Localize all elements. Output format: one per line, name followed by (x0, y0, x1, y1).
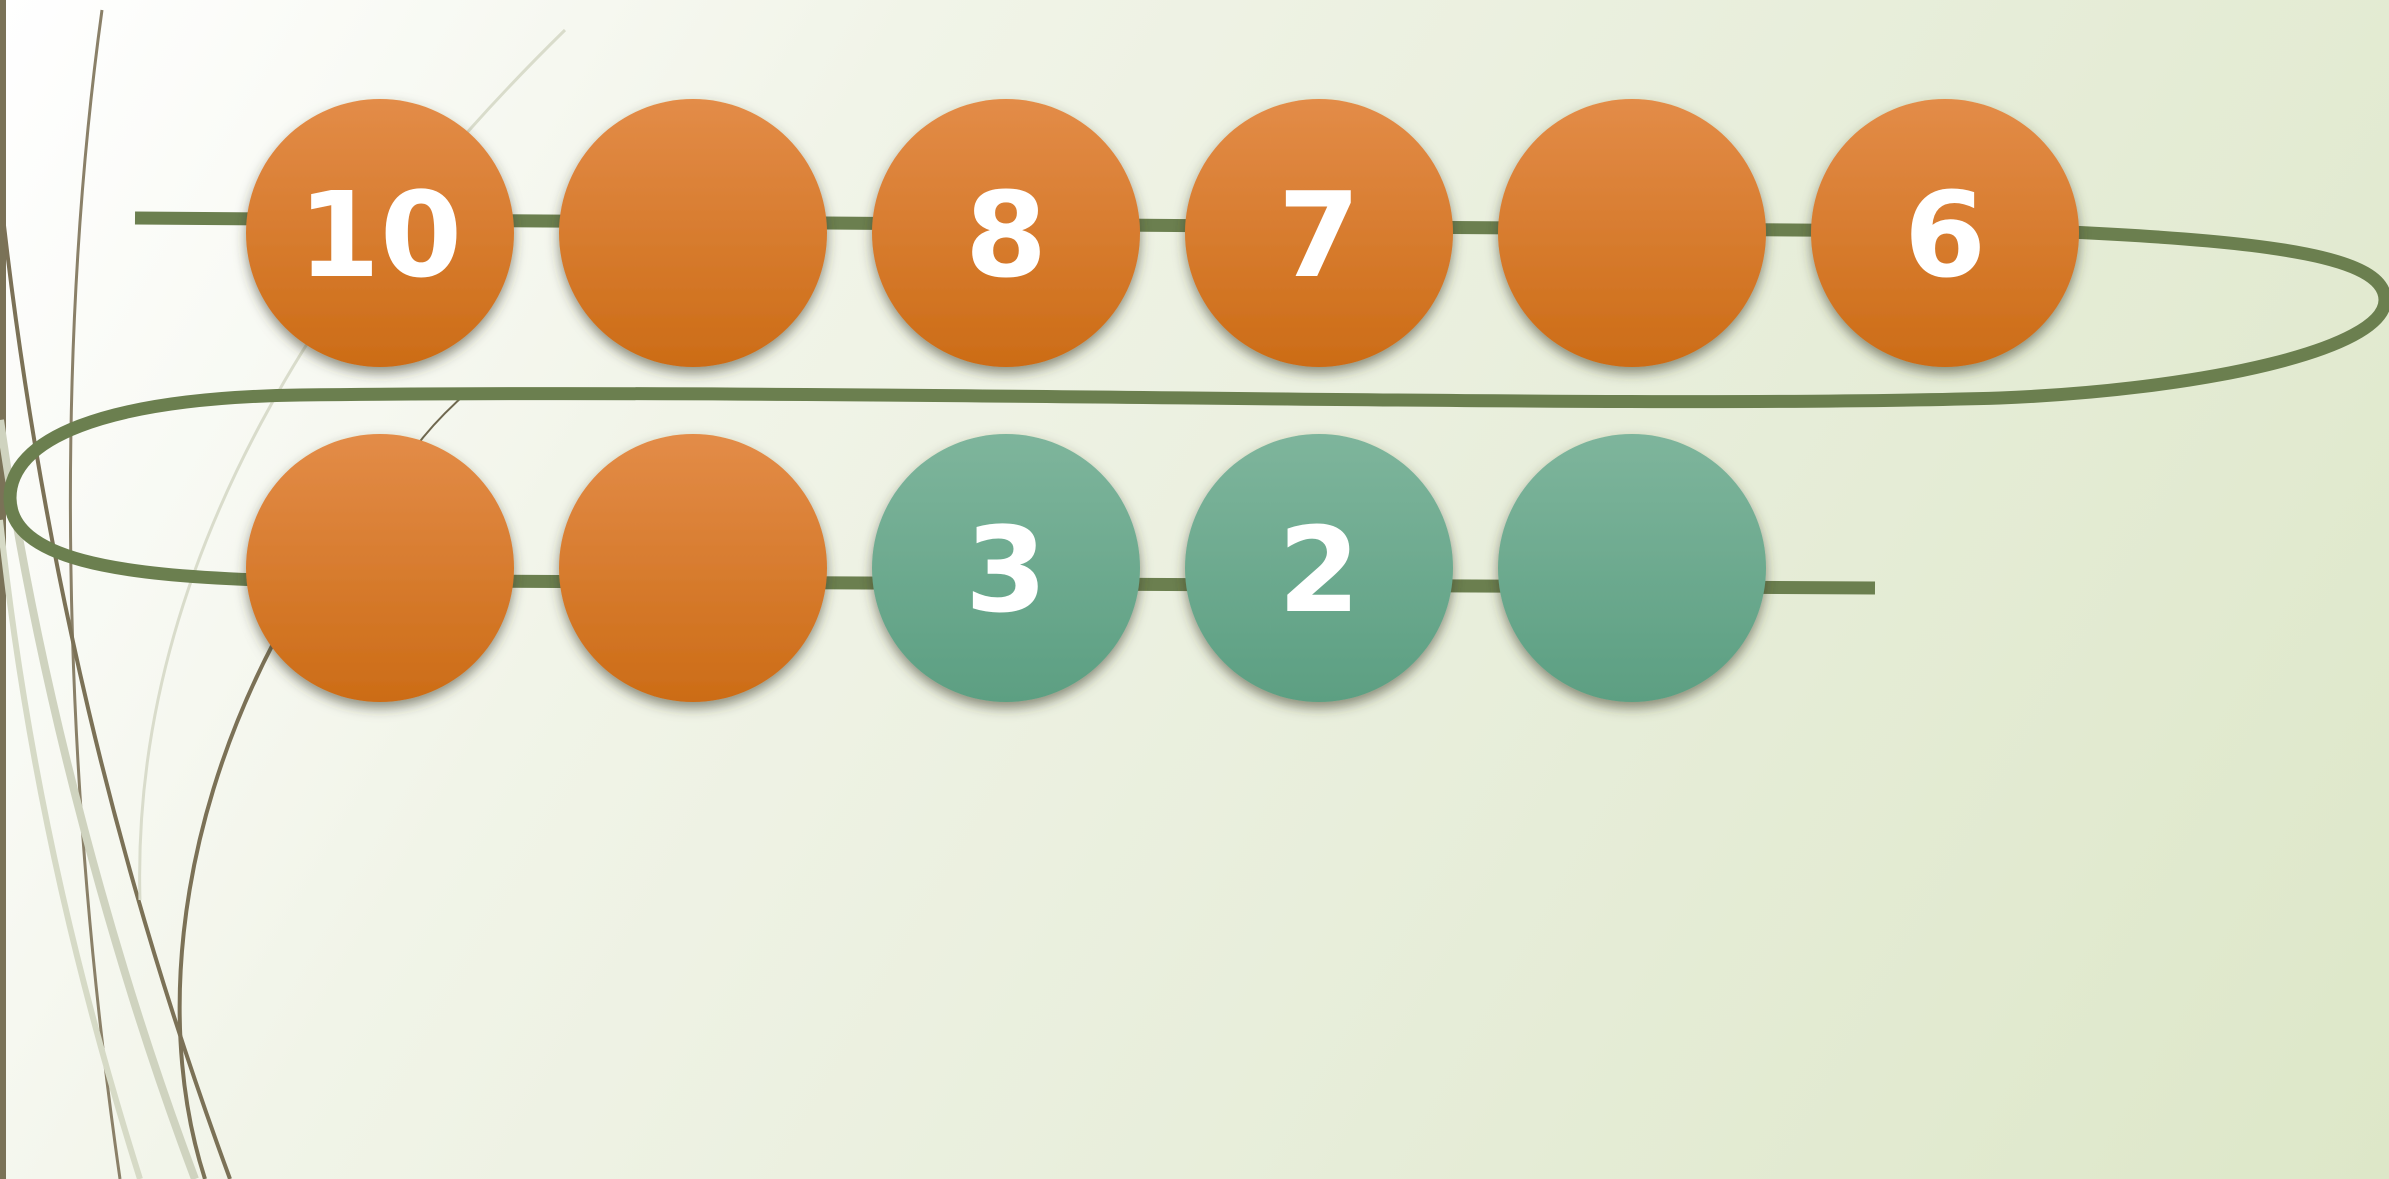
top-row-bead-5 (1498, 99, 1766, 367)
bead-circle (559, 434, 827, 702)
bottom-row-bead-3: 3 (872, 434, 1140, 702)
bead-number: 3 (965, 501, 1047, 639)
bottom-row-bead-2 (559, 434, 827, 702)
top-row-bead-2 (559, 99, 827, 367)
top-row-bead-1: 10 (246, 99, 514, 367)
bead-circle (1498, 99, 1766, 367)
bead-circle (559, 99, 827, 367)
top-row-bead-3: 8 (872, 99, 1140, 367)
bottom-row-bead-5 (1498, 434, 1766, 702)
bottom-row-bead-1 (246, 434, 514, 702)
top-row-bead-6: 6 (1811, 99, 2079, 367)
bottom-row-bead-4: 2 (1185, 434, 1453, 702)
bead-number: 2 (1278, 501, 1360, 639)
top-row-bead-4: 7 (1185, 99, 1453, 367)
bead-number: 10 (298, 166, 462, 304)
bead-circle (246, 434, 514, 702)
bead-number: 7 (1278, 166, 1360, 304)
bead-circle (1498, 434, 1766, 702)
bead-number: 6 (1904, 166, 1986, 304)
bead-number: 8 (965, 166, 1047, 304)
